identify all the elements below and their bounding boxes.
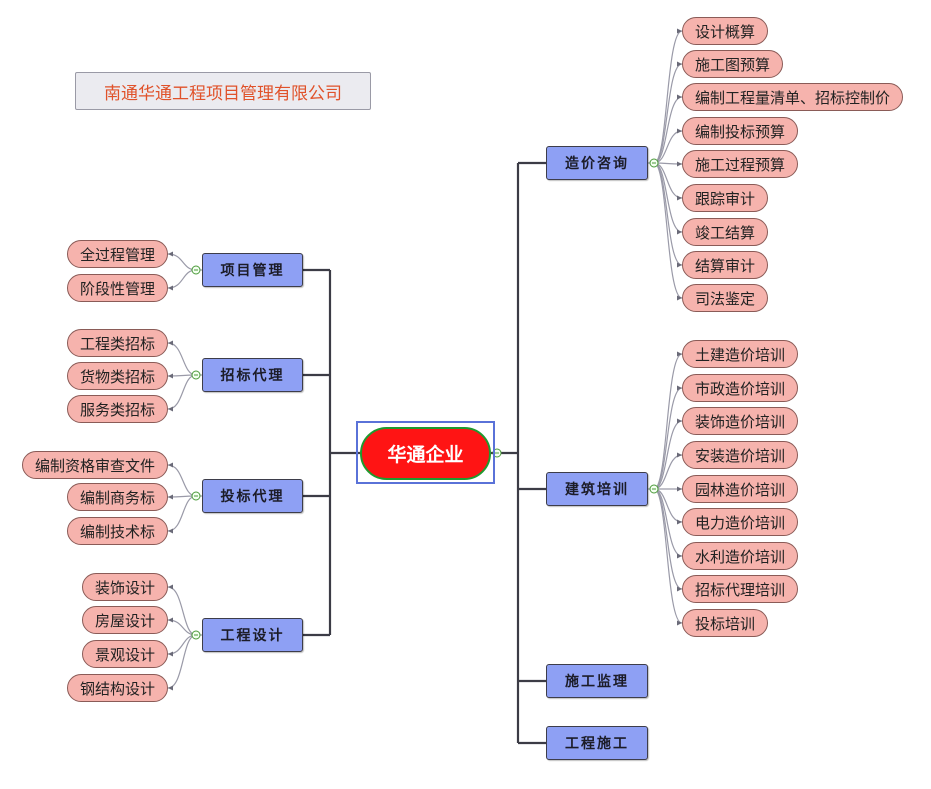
leaf-node[interactable]: 编制商务标: [67, 483, 169, 511]
leaf-node[interactable]: 编制资格审查文件: [22, 451, 169, 479]
company-title: 南通华通工程项目管理有限公司: [75, 72, 371, 110]
connector-line: [653, 63, 683, 164]
connector-line: [167, 374, 197, 410]
branch-7[interactable]: 工程施工: [546, 726, 648, 760]
leaf-node[interactable]: 园林造价培训: [682, 475, 799, 503]
connector-line: [167, 253, 197, 271]
connector-arrow-icon: [677, 418, 682, 424]
leaf-node[interactable]: 编制投标预算: [682, 117, 799, 145]
connector-arrow-icon: [168, 651, 173, 657]
connector-line: [167, 269, 197, 289]
connector-arrow-icon: [677, 295, 682, 301]
connector-arrow-icon: [168, 617, 173, 623]
connector-arrow-icon: [168, 584, 173, 590]
connector-line: [167, 634, 197, 689]
connector-arrow-icon: [677, 385, 682, 391]
connector-arrow-icon: [677, 94, 682, 100]
leaf-node[interactable]: 司法鉴定: [682, 284, 769, 312]
connector-line: [653, 488, 683, 590]
leaf-node[interactable]: 水利造价培训: [682, 542, 799, 570]
connector-line: [653, 30, 683, 164]
leaf-node[interactable]: 货物类招标: [67, 362, 169, 390]
leaf-node[interactable]: 工程类招标: [67, 329, 169, 357]
connector-line: [653, 387, 683, 490]
root-node[interactable]: 华通企业: [360, 427, 491, 480]
connector-line: [167, 464, 197, 497]
leaf-node[interactable]: 招标代理培训: [682, 575, 799, 603]
connector-arrow-icon: [168, 251, 173, 257]
connector-line: [167, 495, 197, 532]
connector-arrow-icon: [677, 519, 682, 525]
connector-arrow-icon: [677, 262, 682, 268]
leaf-node[interactable]: 土建造价培训: [682, 340, 799, 368]
leaf-node[interactable]: 结算审计: [682, 251, 769, 279]
branch-6[interactable]: 施工监理: [546, 664, 648, 698]
leaf-node[interactable]: 施工过程预算: [682, 150, 799, 178]
leaf-node[interactable]: 景观设计: [82, 640, 169, 668]
leaf-node[interactable]: 全过程管理: [67, 240, 169, 268]
leaf-node[interactable]: 房屋设计: [82, 606, 169, 634]
connector-arrow-icon: [677, 620, 682, 626]
leaf-node[interactable]: 钢结构设计: [67, 674, 169, 702]
connector-arrow-icon: [677, 351, 682, 357]
connector-arrow-icon: [677, 553, 682, 559]
connector-arrow-icon: [168, 494, 173, 500]
branch-4[interactable]: 造价咨询: [546, 146, 648, 180]
branch-3[interactable]: 工程设计: [202, 618, 303, 652]
connector-arrow-icon: [677, 28, 682, 34]
connector-arrow-icon: [677, 486, 682, 492]
connector-arrow-icon: [168, 528, 173, 534]
leaf-node[interactable]: 竣工结算: [682, 218, 769, 246]
connector-arrow-icon: [677, 452, 682, 458]
branch-0[interactable]: 项目管理: [202, 253, 303, 287]
connector-line: [653, 488, 683, 624]
leaf-node[interactable]: 装饰造价培训: [682, 407, 799, 435]
connector-arrow-icon: [677, 61, 682, 67]
leaf-node[interactable]: 编制技术标: [67, 517, 169, 545]
leaf-node[interactable]: 跟踪审计: [682, 184, 769, 212]
branch-1[interactable]: 招标代理: [202, 358, 303, 392]
connector-arrow-icon: [168, 462, 173, 468]
leaf-node[interactable]: 安装造价培训: [682, 441, 799, 469]
connector-arrow-icon: [677, 195, 682, 201]
leaf-node[interactable]: 投标培训: [682, 609, 769, 637]
leaf-node[interactable]: 市政造价培训: [682, 374, 799, 402]
branch-2[interactable]: 投标代理: [202, 479, 303, 513]
leaf-node[interactable]: 编制工程量清单、招标控制价: [682, 83, 904, 111]
connector-arrow-icon: [168, 285, 173, 291]
connector-arrow-icon: [677, 586, 682, 592]
connector-line: [167, 634, 197, 655]
leaf-node[interactable]: 服务类招标: [67, 395, 169, 423]
connector-arrow-icon: [677, 128, 682, 134]
leaf-node[interactable]: 装饰设计: [82, 573, 169, 601]
connector-line: [653, 162, 683, 299]
connector-arrow-icon: [168, 406, 173, 412]
root-selection-frame: [356, 421, 495, 484]
connector-arrow-icon: [677, 161, 682, 167]
connector-arrow-icon: [677, 229, 682, 235]
leaf-node[interactable]: 阶段性管理: [67, 274, 169, 302]
connector-line: [653, 162, 683, 266]
branch-5[interactable]: 建筑培训: [546, 472, 648, 506]
connector-arrow-icon: [168, 685, 173, 691]
leaf-node[interactable]: 电力造价培训: [682, 508, 799, 536]
connector-arrow-icon: [168, 373, 173, 379]
leaf-node[interactable]: 设计概算: [682, 17, 769, 45]
connector-line: [653, 353, 683, 490]
connector-line: [167, 586, 197, 636]
leaf-node[interactable]: 施工图预算: [682, 50, 784, 78]
connector-arrow-icon: [168, 340, 173, 346]
connector-line: [167, 342, 197, 376]
